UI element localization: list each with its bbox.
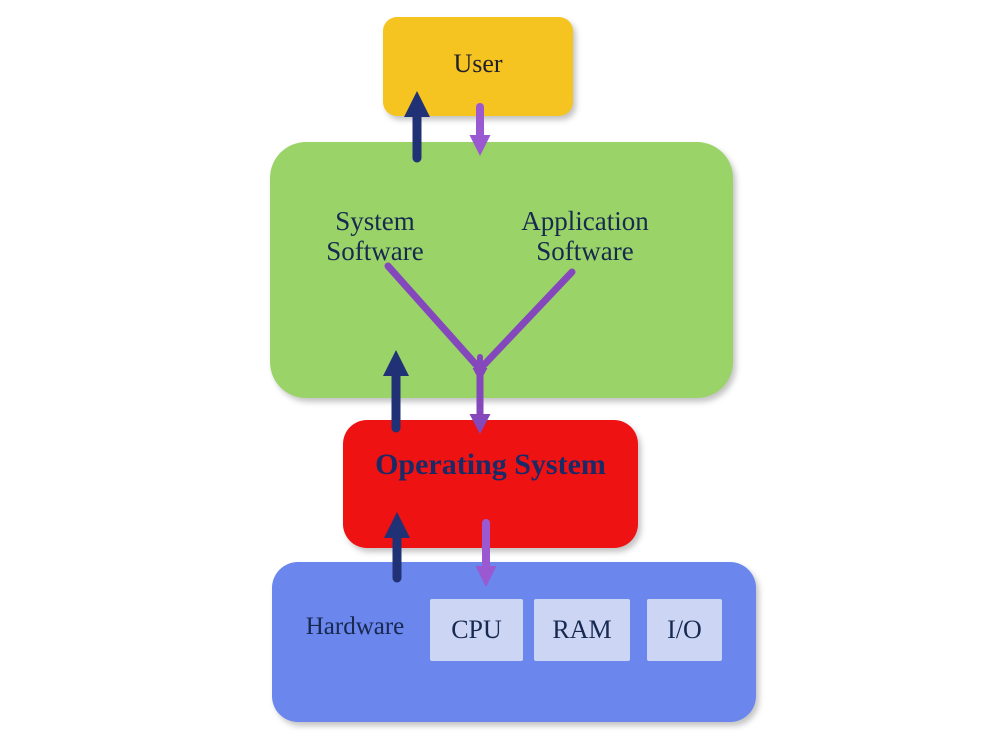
application-software-label: Application Software [521, 206, 649, 266]
hardware-box: Hardware CPU RAM I/O [272, 562, 756, 722]
io-box: I/O [647, 599, 722, 661]
user-box: User [383, 17, 573, 116]
cpu-label: CPU [451, 615, 502, 644]
io-label: I/O [667, 615, 702, 644]
user-label: User [453, 48, 503, 78]
software-layer-box: System Software Application Software [270, 142, 733, 398]
system-software-label: System Software [326, 206, 424, 266]
operating-system-label: Operating System [375, 448, 606, 481]
ram-label: RAM [552, 615, 612, 644]
operating-system-box: Operating System [343, 420, 638, 548]
cpu-box: CPU [430, 599, 523, 661]
ram-box: RAM [534, 599, 630, 661]
hardware-label: Hardware [305, 613, 405, 640]
